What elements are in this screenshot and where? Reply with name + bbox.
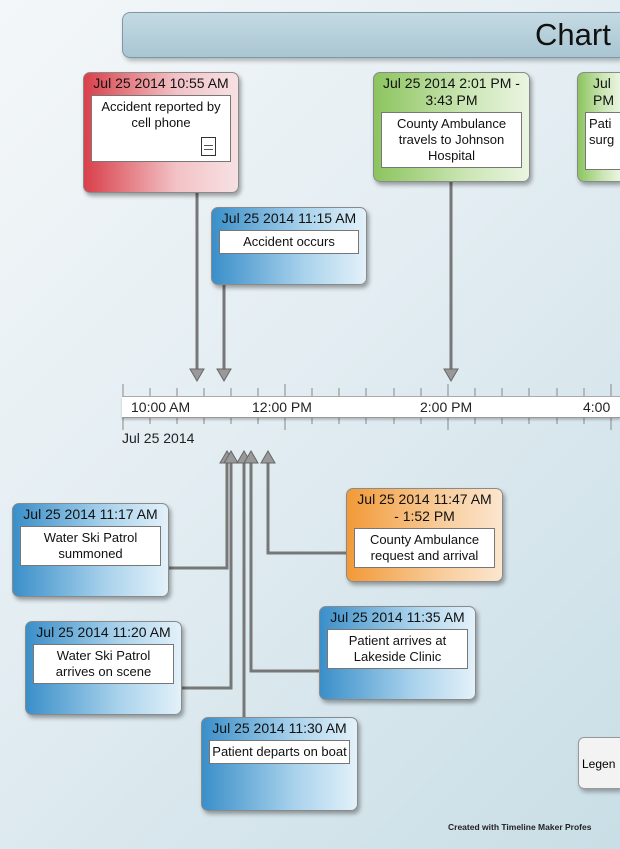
document-icon[interactable]: [201, 137, 216, 156]
event-date: Jul 25 2014 11:35 AM: [330, 609, 465, 625]
axis-ticks: [122, 384, 612, 430]
event-date: Jul 25 2014 11:47 AM - 1:52 PM: [357, 491, 492, 524]
axis-label: 12:00 PM: [252, 399, 312, 415]
connector-patient-arrives: [249, 462, 320, 673]
event-card[interactable]: Jul 25 2014 11:35 AM Patient arrives at …: [319, 606, 476, 700]
event-card[interactable]: Jul 25 2014 10:55 AM Accident reported b…: [83, 72, 239, 193]
event-text: Patient departs on boat: [209, 740, 350, 764]
event-date: Jul 25 2014 11:17 AM: [23, 506, 158, 522]
event-date: Jul 25 2014 11:30 AM: [212, 720, 347, 736]
arrow-up-icon: [243, 450, 259, 464]
event-card[interactable]: Jul 25 2014 11:47 AM - 1:52 PM County Am…: [346, 488, 503, 582]
chart-title-bar: Chart: [122, 12, 620, 58]
arrow-down-icon: [443, 368, 459, 382]
event-date: Jul 25 2014 2:01 PM - 3:43 PM: [383, 75, 520, 108]
event-text: County Ambulance travels to Johnson Hosp…: [381, 112, 522, 168]
axis-label: 4:00: [583, 399, 611, 415]
event-card[interactable]: Jul 25 2014 11:30 AM Patient departs on …: [201, 717, 358, 811]
axis-date: Jul 25 2014: [122, 430, 195, 446]
axis-label: 10:00 AM: [131, 399, 191, 415]
connector-patrol-arrives: [181, 462, 233, 690]
credit-text: Created with Timeline Maker Profes: [448, 822, 592, 832]
event-date: Jul PM: [593, 75, 614, 108]
event-date: Jul 25 2014 10:55 AM: [93, 75, 229, 91]
arrow-down-icon: [216, 368, 232, 382]
event-text-box: Accident reported by cell phone: [91, 95, 231, 162]
event-card[interactable]: Jul 25 2014 11:17 AM Water Ski Patrol su…: [12, 503, 169, 597]
event-card[interactable]: Jul 25 2014 11:20 AM Water Ski Patrol ar…: [25, 621, 182, 715]
event-card[interactable]: Jul 25 2014 2:01 PM - 3:43 PM County Amb…: [373, 72, 530, 182]
event-text: Accident reported by cell phone: [101, 99, 221, 130]
event-date: Jul 25 2014 11:20 AM: [36, 624, 171, 640]
chart-title: Chart: [535, 17, 611, 52]
connector-patrol-summoned: [168, 462, 229, 570]
event-text: Accident occurs: [219, 230, 359, 254]
event-text: County Ambulance request and arrival: [354, 528, 495, 568]
event-text: Patient arrives at Lakeside Clinic: [327, 629, 468, 669]
event-text: Water Ski Patrol summoned: [20, 526, 161, 566]
legend-button[interactable]: Legen: [578, 737, 620, 789]
event-card[interactable]: Jul 25 2014 11:15 AM Accident occurs: [211, 207, 367, 285]
connector-ambulance-request: [266, 462, 347, 555]
event-text: Pati surg: [585, 112, 620, 170]
time-axis: 10:00 AM 12:00 PM 2:00 PM 4:00: [122, 396, 620, 418]
axis-label: 2:00 PM: [420, 399, 473, 415]
arrow-up-icon: [223, 450, 239, 464]
arrow-up-icon: [260, 450, 276, 464]
arrow-down-icon: [189, 368, 205, 382]
event-date: Jul 25 2014 11:15 AM: [221, 210, 357, 226]
event-text: Water Ski Patrol arrives on scene: [33, 644, 174, 684]
event-card[interactable]: Jul PM Pati surg: [577, 72, 620, 182]
